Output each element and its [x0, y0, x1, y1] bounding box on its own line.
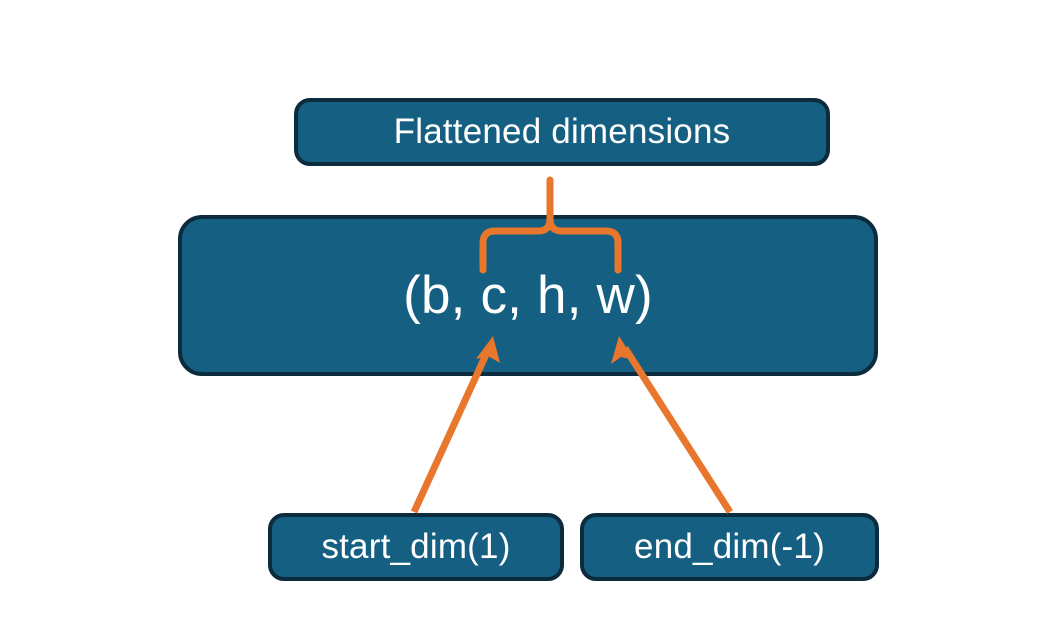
tensor-shape-label: (b, c, h, w)	[403, 266, 653, 325]
end-dim-node: end_dim(-1)	[580, 513, 879, 581]
start-dim-node: start_dim(1)	[268, 513, 564, 581]
tensor-shape-node: (b, c, h, w)	[178, 215, 878, 376]
flattened-dimensions-label: Flattened dimensions	[393, 112, 731, 151]
start-dim-label: start_dim(1)	[321, 527, 511, 566]
flattened-dimensions-node: Flattened dimensions	[294, 98, 830, 166]
end-dim-label: end_dim(-1)	[634, 527, 825, 566]
